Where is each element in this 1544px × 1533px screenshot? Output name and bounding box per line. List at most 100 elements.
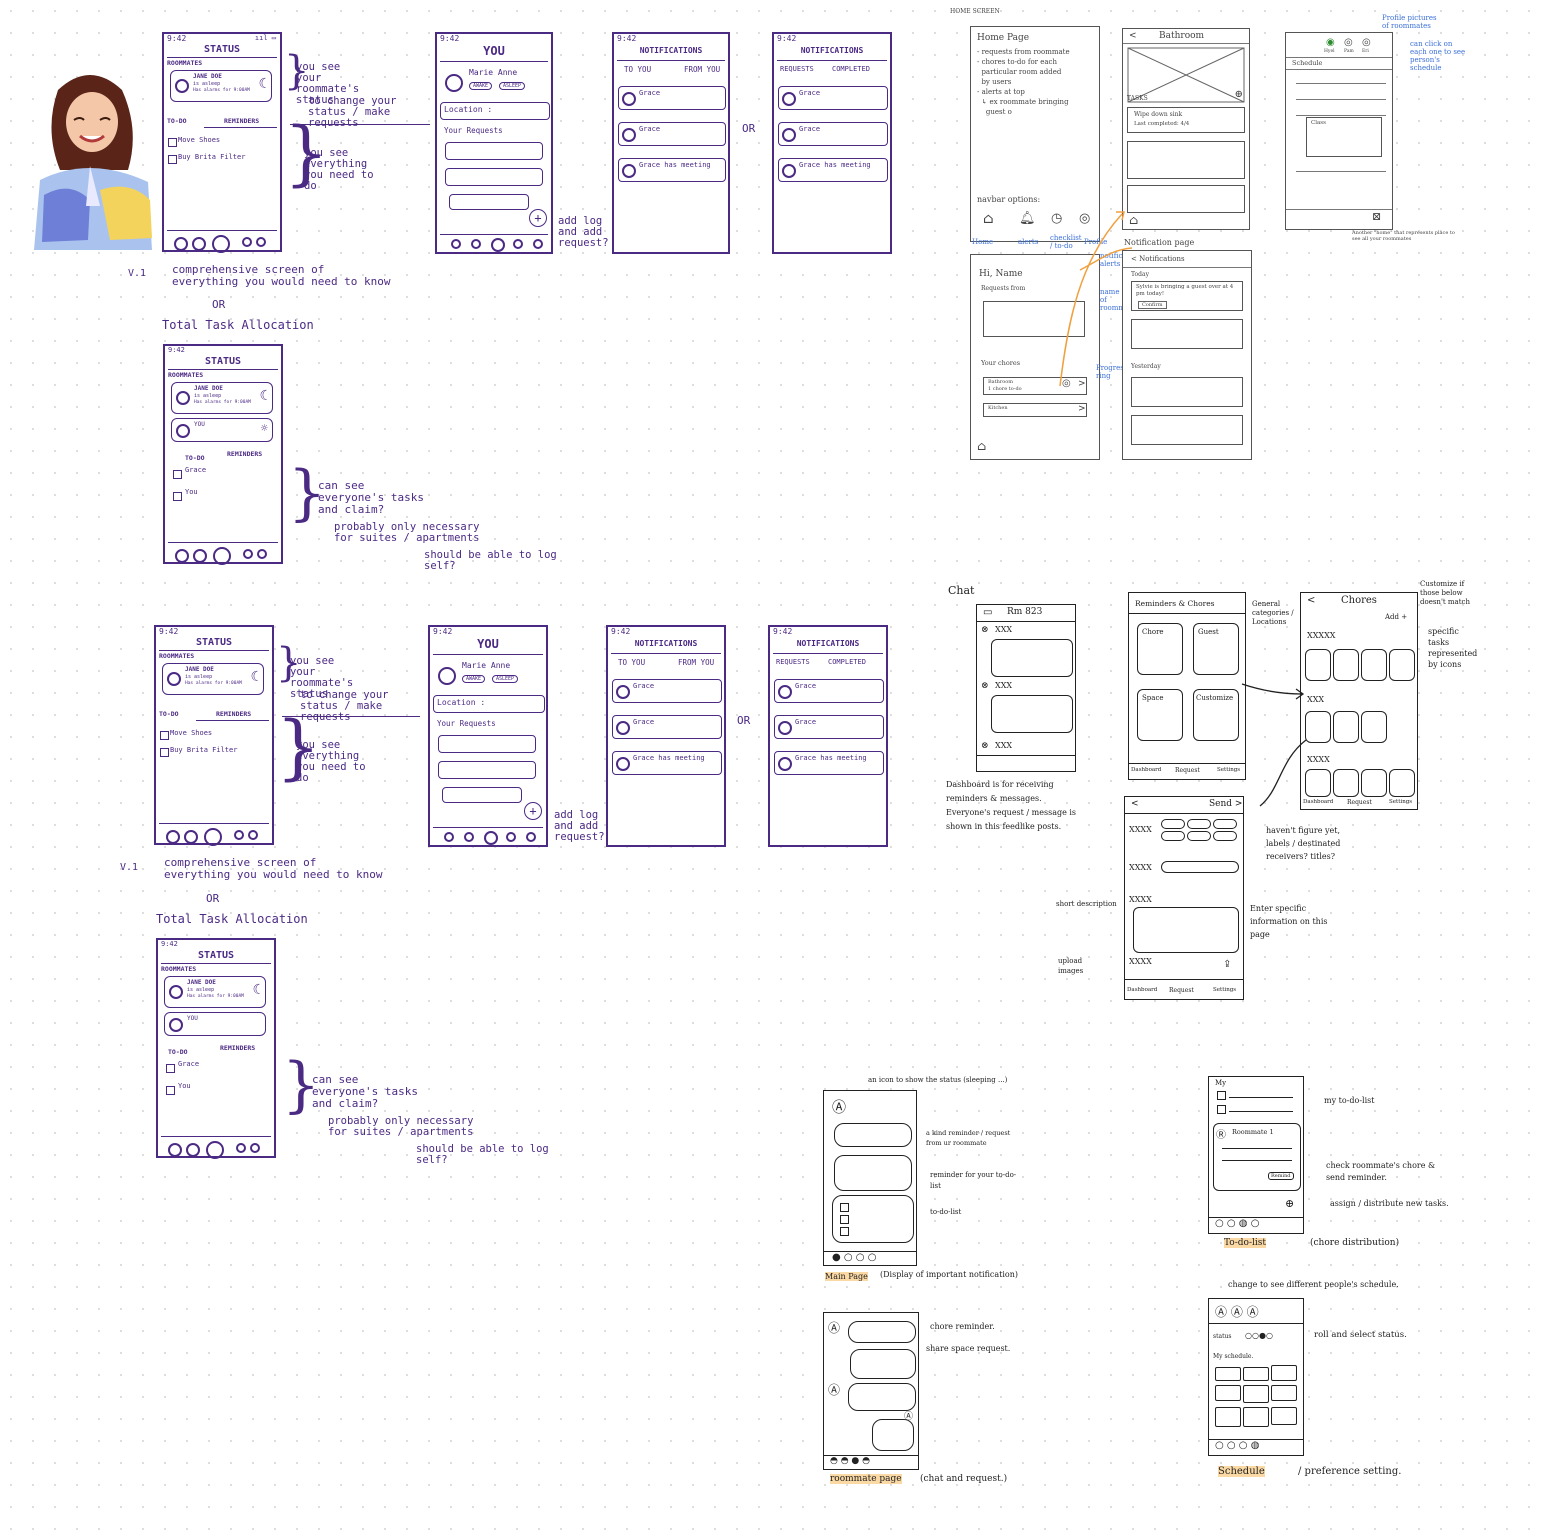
main-note-icon: an icon to show the status (sleeping ...… bbox=[868, 1076, 1008, 1084]
notif-a-time: 9:42 bbox=[617, 34, 637, 43]
roommate-alarm: Has alarms for 9:00AM bbox=[193, 88, 250, 93]
bathroom-title: Bathroom bbox=[1159, 31, 1205, 41]
notif-card[interactable]: Grace bbox=[618, 122, 726, 146]
todo-item[interactable]: Move Shoes bbox=[178, 136, 221, 144]
todo-page-caption-rest: (chore distribution) bbox=[1310, 1238, 1400, 1248]
chores-label: Your chores bbox=[981, 359, 1021, 367]
home-icon[interactable]: ⌂ bbox=[1129, 213, 1139, 227]
avatar-icon: ◎ bbox=[1362, 37, 1371, 48]
todo-note-1: my to-do-list bbox=[1324, 1096, 1375, 1105]
profile-icon[interactable]: ◎ bbox=[1079, 211, 1091, 226]
roommate-page-caption: roommate page bbox=[830, 1474, 902, 1484]
schedule-wireframe: ◉ ◎ ◎ Hyel Pam Eri Schedule Class ⊠ bbox=[1285, 32, 1393, 230]
roommate-note-1: chore reminder. bbox=[930, 1322, 995, 1331]
home-bullet: - chores to-do for each bbox=[977, 58, 1057, 66]
schedule-note-1: Profile pictures of roommates bbox=[1382, 14, 1437, 30]
avatar-icon bbox=[175, 79, 189, 93]
reminders-chores-wireframe: Reminders & Chores Chore Guest Space Cus… bbox=[1128, 592, 1246, 780]
main-page-caption-rest: (Display of important notification) bbox=[880, 1270, 1019, 1279]
roommate-card[interactable]: JANE DOE is asleep Has alarms for 9:00AM… bbox=[170, 70, 272, 102]
roommate-card[interactable]: JANE DOE is asleep Has alarms for 9:00AM… bbox=[171, 382, 273, 414]
main-page-wireframe: Ⓐ ● ○ ○ ○ bbox=[823, 1090, 917, 1266]
send-button[interactable]: Send > bbox=[1209, 799, 1243, 809]
avatar-icon: ◉ bbox=[1326, 37, 1335, 48]
dashboard-blue-1: notification alerts bbox=[1100, 252, 1141, 268]
remind-button[interactable]: Remind bbox=[1268, 1172, 1294, 1180]
awake-chip[interactable]: AWAKE bbox=[469, 82, 493, 90]
notif-card[interactable]: Grace bbox=[778, 122, 888, 146]
status-avatar-icon[interactable]: Ⓐ bbox=[832, 1100, 846, 1116]
annotation-change: to change your status / make requests bbox=[308, 95, 397, 129]
annotation-suites: probably only necessary for suites / apa… bbox=[334, 521, 480, 544]
home-icon[interactable]: ⌂ bbox=[977, 439, 987, 453]
reminders-label[interactable]: REMINDERS bbox=[227, 450, 263, 458]
category-tile[interactable]: Space bbox=[1137, 689, 1183, 741]
bell-icon[interactable]: 🔔︎ bbox=[1019, 211, 1036, 226]
main-page-caption: Main Page bbox=[825, 1272, 868, 1281]
home-bullet: particular room added bbox=[977, 68, 1062, 76]
status-roller[interactable]: ○○●○ bbox=[1245, 1331, 1273, 1340]
notif-a-title: NOTIFICATIONS bbox=[639, 46, 703, 55]
home-icon[interactable]: ⌂ bbox=[983, 211, 994, 227]
home-bullet: guest o bbox=[977, 108, 1012, 116]
main-note-3: to-do-list bbox=[930, 1208, 962, 1216]
notification-item[interactable]: Sylvie is bringing a guest over at 4 pm … bbox=[1131, 281, 1243, 311]
send-note-1: haven't figure yet, labels / destinated … bbox=[1266, 826, 1341, 861]
flow-arrows bbox=[1059, 211, 1133, 387]
todo-label: TO-DO bbox=[185, 454, 205, 462]
tab-from-you[interactable]: FROM YOU bbox=[684, 65, 721, 74]
send-request-wireframe: < Send > XXXX XXXX XXXX XXXX ⇪ Dashboard… bbox=[1124, 796, 1244, 1000]
close-icon[interactable]: ⊠ bbox=[1372, 210, 1382, 223]
you-card[interactable]: YOU ☼ bbox=[171, 418, 273, 442]
nav-profile-label: Profile bbox=[1084, 238, 1108, 246]
notif-card[interactable]: Grace bbox=[618, 86, 726, 110]
moon-icon: ☾ bbox=[259, 388, 268, 404]
todo-note-3: assign / distribute new tasks. bbox=[1330, 1199, 1449, 1208]
category-tile[interactable]: Customize bbox=[1193, 689, 1239, 741]
todo-item[interactable]: You bbox=[185, 488, 198, 496]
avatar-icon: ◎ bbox=[1344, 37, 1353, 48]
notif-card[interactable]: Grace has meeting bbox=[778, 158, 888, 182]
location-label[interactable]: Location : bbox=[444, 105, 493, 114]
reminders-title: Reminders & Chores bbox=[1135, 599, 1215, 608]
add-task-icon[interactable]: ⊕ bbox=[1285, 1197, 1295, 1210]
chevron-right-icon: > bbox=[1078, 379, 1086, 389]
you-screen-wireframe: 9:42 YOU Marie Anne AWAKE ASLEEP Locatio… bbox=[435, 32, 553, 254]
category-tile[interactable]: Guest bbox=[1193, 623, 1239, 675]
notif-card[interactable]: Grace bbox=[778, 86, 888, 110]
schedule-page-wireframe: Ⓐ Ⓐ Ⓐ status ○○●○ My schedule. ○ ○ ○ ◍ bbox=[1208, 1298, 1304, 1456]
schedule-event[interactable]: Class bbox=[1306, 117, 1382, 157]
progress-ring-icon: ◎ bbox=[1062, 378, 1071, 389]
reminders-label[interactable]: REMINDERS bbox=[224, 117, 260, 125]
designer-photo bbox=[30, 70, 158, 250]
tab-completed[interactable]: COMPLETED bbox=[832, 65, 870, 73]
roommates-label: ROOMMATES bbox=[167, 59, 203, 67]
send-note-short: short description bbox=[1056, 900, 1117, 908]
roommate-page-wireframe: Ⓐ Ⓐ Ⓐ ◓ ◓ ● ◓ bbox=[823, 1312, 919, 1470]
upload-icon[interactable]: ⇪ bbox=[1223, 959, 1232, 970]
roommate-page-caption-rest: (chat and request.) bbox=[920, 1474, 1008, 1484]
schedule-bottom-note: Another "home" that represents place to … bbox=[1352, 230, 1455, 242]
category-tile[interactable]: Chore bbox=[1137, 623, 1183, 675]
checklist-icon[interactable]: ◷ bbox=[1051, 211, 1063, 226]
add-button[interactable]: + bbox=[529, 209, 547, 227]
tab-requests[interactable]: REQUESTS bbox=[780, 65, 814, 73]
avatar-icon bbox=[445, 74, 463, 92]
notif-b-title: NOTIFICATIONS bbox=[800, 46, 864, 55]
todo-item[interactable]: Buy Brita Filter bbox=[178, 153, 246, 161]
notif-card[interactable]: Grace has meeting bbox=[618, 158, 726, 182]
roommate-note-2: share space request. bbox=[926, 1344, 1011, 1353]
notif-b-time: 9:42 bbox=[777, 34, 797, 43]
home-bullet: by users bbox=[977, 78, 1012, 86]
status-title: STATUS bbox=[203, 44, 241, 55]
todo-item[interactable]: Grace bbox=[185, 466, 207, 474]
user-name: Marie Anne bbox=[469, 68, 518, 77]
add-chore-button[interactable]: Add + bbox=[1385, 613, 1408, 621]
status-time: 9:42 bbox=[167, 34, 187, 43]
chore-row[interactable]: Kitchen > bbox=[983, 403, 1087, 417]
todo-page-caption: To-do-list bbox=[1224, 1238, 1266, 1248]
confirm-button[interactable]: Confirm bbox=[1138, 301, 1167, 309]
task-card[interactable]: Wipe down sink Last completed: 4/4 bbox=[1127, 107, 1245, 133]
asleep-chip[interactable]: ASLEEP bbox=[499, 82, 526, 90]
tab-to-you[interactable]: TO YOU bbox=[624, 65, 652, 74]
